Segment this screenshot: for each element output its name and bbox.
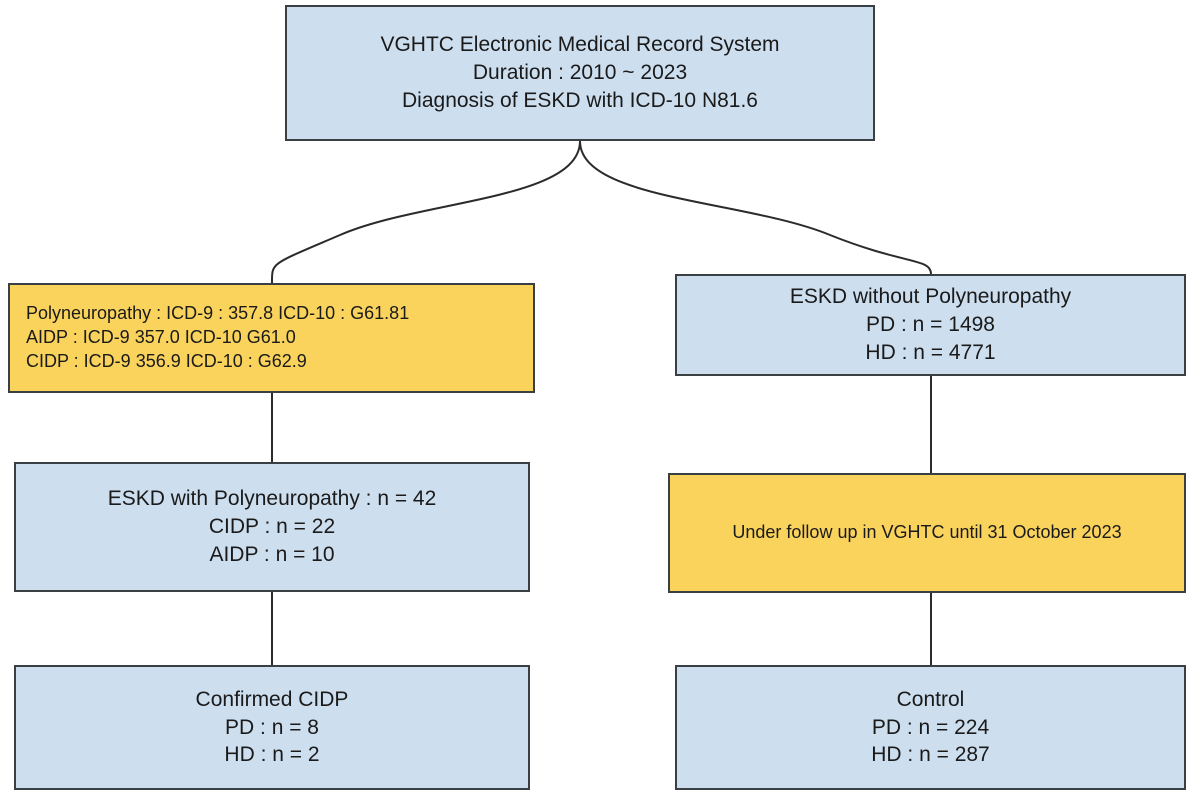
node-eskd-without-polyneuropathy: ESKD without Polyneuropathy PD : n = 149… xyxy=(675,274,1186,376)
node-polyneuropathy-codes-line-2: AIDP : ICD-9 357.0 ICD-10 G61.0 xyxy=(26,327,296,348)
node-eskd-with-polyneuropathy-line-2: CIDP : n = 22 xyxy=(208,515,336,539)
node-eskd-without-polyneuropathy-line-2: PD : n = 1498 xyxy=(865,313,995,337)
node-control-line-2: PD : n = 224 xyxy=(871,715,990,739)
connector-source-to-eskd-without xyxy=(579,140,932,275)
connector-source-to-pn-codes xyxy=(270,140,581,284)
node-eskd-with-polyneuropathy-line-1: ESKD with Polyneuropathy : n = 42 xyxy=(107,487,437,511)
node-source: VGHTC Electronic Medical Record System D… xyxy=(285,5,875,141)
node-follow-up: Under follow up in VGHTC until 31 Octobe… xyxy=(668,473,1186,593)
node-confirmed-cidp-line-1: Confirmed CIDP xyxy=(195,687,349,711)
node-eskd-without-polyneuropathy-line-3: HD : n = 4771 xyxy=(865,340,996,364)
node-confirmed-cidp: Confirmed CIDP PD : n = 8 HD : n = 2 xyxy=(14,665,530,790)
node-eskd-with-polyneuropathy-line-3: AIDP : n = 10 xyxy=(209,542,335,566)
node-eskd-with-polyneuropathy: ESKD with Polyneuropathy : n = 42 CIDP :… xyxy=(14,462,530,592)
node-polyneuropathy-codes-line-3: CIDP : ICD-9 356.9 ICD-10 : G62.9 xyxy=(26,350,307,371)
node-control: Control PD : n = 224 HD : n = 287 xyxy=(675,665,1186,790)
node-source-line-3: Diagnosis of ESKD with ICD-10 N81.6 xyxy=(402,88,758,112)
node-control-line-3: HD : n = 287 xyxy=(871,743,990,767)
node-confirmed-cidp-line-3: HD : n = 2 xyxy=(224,743,320,767)
node-follow-up-line-1: Under follow up in VGHTC until 31 Octobe… xyxy=(732,522,1122,543)
node-eskd-without-polyneuropathy-line-1: ESKD without Polyneuropathy xyxy=(789,285,1072,309)
node-source-line-2: Duration : 2010 ~ 2023 xyxy=(472,61,688,85)
node-source-line-1: VGHTC Electronic Medical Record System xyxy=(380,33,780,57)
node-confirmed-cidp-line-2: PD : n = 8 xyxy=(225,715,319,739)
node-polyneuropathy-codes-line-1: Polyneuropathy : ICD-9 : 357.8 ICD-10 : … xyxy=(26,303,410,324)
node-polyneuropathy-codes: Polyneuropathy : ICD-9 : 357.8 ICD-10 : … xyxy=(8,283,535,393)
node-control-line-1: Control xyxy=(896,687,965,711)
